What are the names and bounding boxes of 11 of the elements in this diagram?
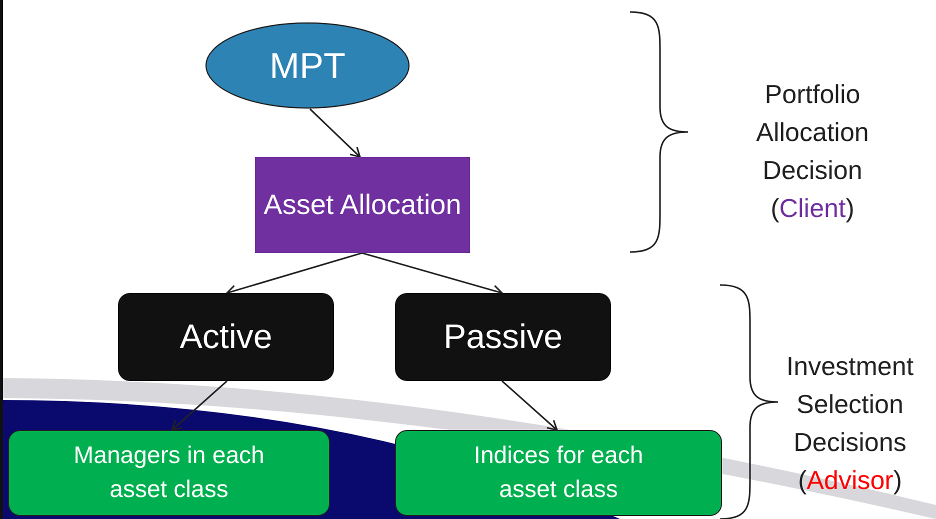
process-box: Asset Allocation (255, 157, 470, 253)
arrow (501, 380, 558, 431)
bracket-label: Investment Selection Decisions (Advisor) (785, 350, 915, 497)
process-box: Indices for each asset class (395, 430, 722, 516)
process-box: Managers in each asset class (8, 430, 330, 516)
process-box: Passive (395, 293, 611, 381)
bracket-label: Portfolio Allocation Decision (Client) (755, 78, 870, 225)
start-ellipse: MPT (205, 22, 410, 109)
arrow (309, 108, 361, 158)
process-box: Active (118, 293, 334, 381)
arrow (171, 380, 228, 431)
